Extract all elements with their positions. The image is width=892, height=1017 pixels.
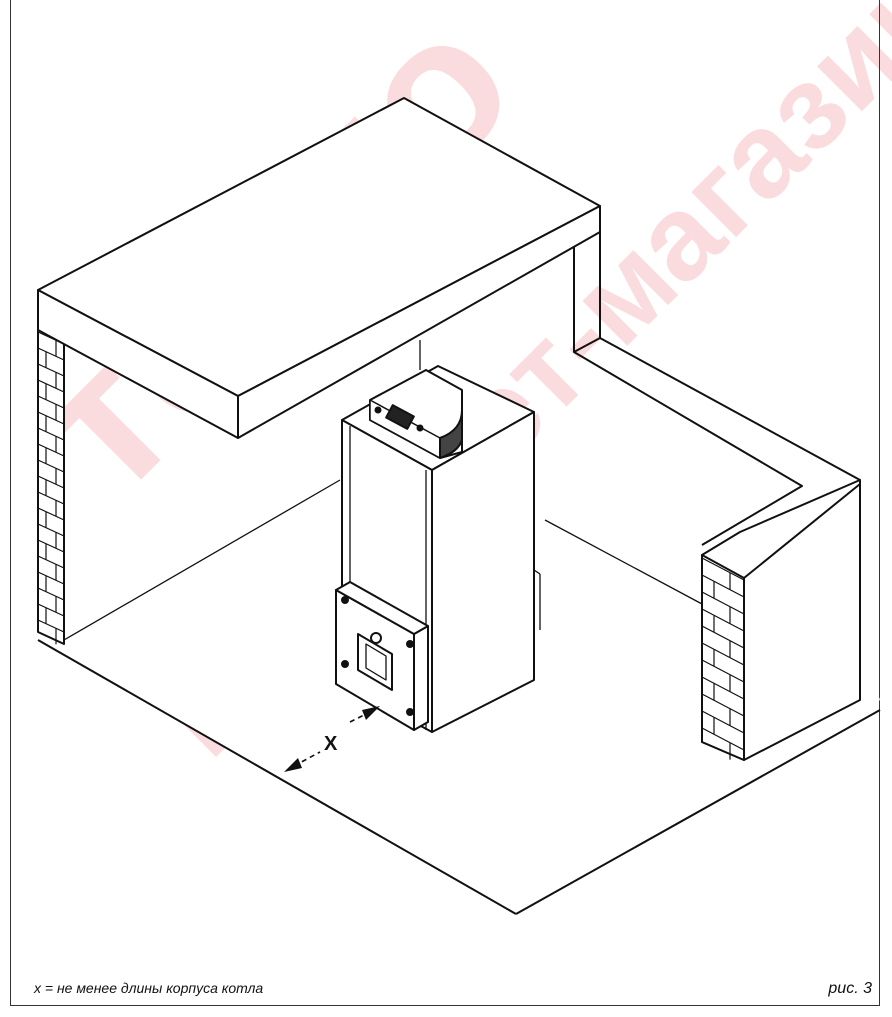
brick-pillar-right — [701, 479, 861, 761]
brick-joint — [37, 571, 65, 585]
brick-joint — [37, 523, 65, 537]
brick-joint — [701, 676, 745, 700]
dimension-label: X — [324, 733, 338, 755]
back-wall-right — [573, 240, 803, 546]
control-panel — [369, 369, 463, 459]
brick-joint — [37, 363, 65, 377]
brick-joint — [37, 619, 65, 633]
page-frame — [10, 0, 880, 1006]
burner-door — [335, 581, 429, 731]
floor-front-edge-left — [37, 639, 517, 915]
ceiling-slab — [37, 97, 601, 439]
floor-line-left — [63, 479, 341, 641]
floor-line-right — [544, 519, 703, 605]
brick-joint — [37, 411, 65, 425]
brick-joint — [37, 491, 65, 505]
brick-joint — [37, 427, 65, 441]
floor-front-edge-right — [515, 709, 881, 915]
brick-joint — [701, 625, 745, 649]
brick-joint — [37, 603, 65, 617]
brick-joint — [701, 710, 745, 734]
brick-joint — [701, 591, 745, 615]
brick-joint — [701, 727, 745, 751]
brick-joint — [37, 539, 65, 553]
dimension-x — [284, 706, 380, 772]
brick-joint — [37, 459, 65, 473]
figure-caption: x = не менее длины корпуса котла — [34, 980, 264, 996]
brick-joint — [37, 475, 65, 489]
brick-joint — [701, 557, 745, 581]
brick-joint — [701, 642, 745, 666]
brick-joint — [701, 693, 745, 717]
brick-joint — [37, 507, 65, 521]
brick-wall-left — [37, 319, 65, 645]
boiler — [335, 365, 541, 733]
brick-joint — [37, 555, 65, 569]
brick-joint — [701, 574, 745, 598]
brick-joint — [37, 587, 65, 601]
figure-number: рис. 3 — [828, 980, 872, 997]
brick-joint — [701, 659, 745, 683]
brick-joint — [37, 347, 65, 361]
brick-joint — [37, 395, 65, 409]
brick-joint — [701, 608, 745, 632]
brick-joint — [37, 379, 65, 393]
boiler-side — [431, 411, 535, 733]
brick-joint — [37, 443, 65, 457]
